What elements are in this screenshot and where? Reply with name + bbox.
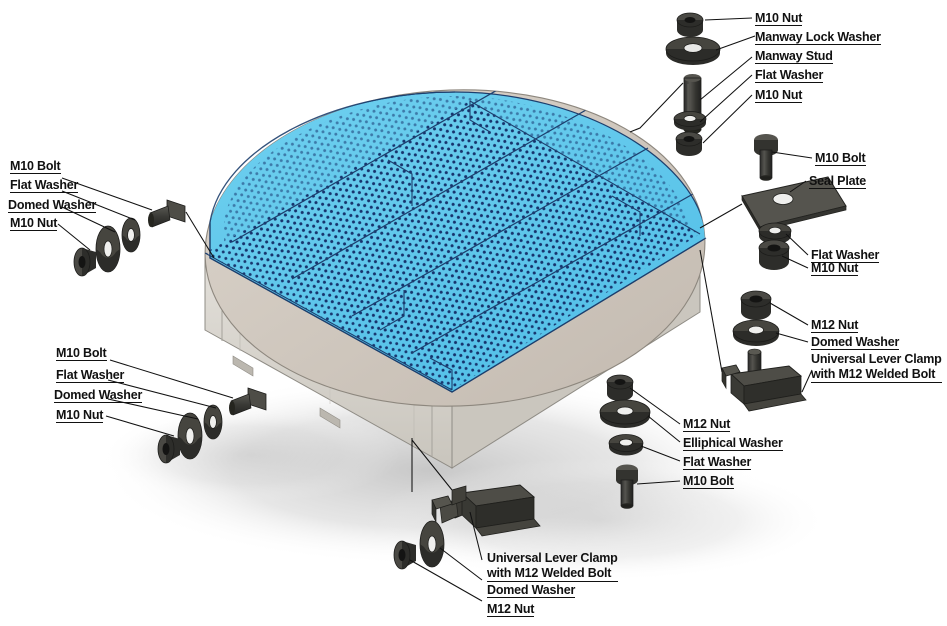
- lu-flat-washer-part: [121, 217, 141, 253]
- rl-flat-washer-part: [608, 434, 644, 456]
- rc-m12-nut-part: [740, 290, 772, 320]
- rc-universal-lever-clamp-part: [721, 348, 807, 412]
- left-upper-parts: [73, 199, 186, 277]
- floor-shadow: [100, 374, 830, 582]
- lu-m10-bolt-part: [148, 199, 186, 228]
- bottom-clamp-parts: [393, 484, 541, 570]
- label-manway-nut-bottom: M10 Nut: [755, 88, 803, 103]
- manway-nut-top-part: [676, 12, 704, 37]
- leader-lines: [57, 17, 813, 602]
- lu-m10-nut-part: [73, 247, 96, 277]
- label-rc-m12-nut: M12 Nut: [811, 318, 859, 333]
- bc-universal-lever-clamp-part: [431, 484, 541, 537]
- rc-domed-washer-part: [732, 319, 780, 346]
- label-rl-flat-washer: Flat Washer: [683, 455, 752, 470]
- label-bc-clamp-line1: Universal Lever Clamp: [487, 551, 618, 565]
- seal-m10-nut-part: [758, 239, 790, 270]
- label-ll-m10-nut: M10 Nut: [56, 408, 104, 423]
- label-bc-domed-washer: Domed Washer: [487, 583, 576, 598]
- label-ll-m10-bolt: M10 Bolt: [56, 346, 107, 361]
- label-manway-flat-washer: Flat Washer: [755, 68, 824, 83]
- label-seal-m10-nut: M10 Nut: [811, 261, 859, 276]
- label-rc-clamp-line2: with M12 Welded Bolt: [811, 367, 942, 383]
- left-lower-parts: [157, 387, 267, 464]
- label-ll-flat-washer: Flat Washer: [56, 368, 125, 383]
- perforated-deck: [204, 81, 707, 393]
- seal-m10-bolt-part: [754, 134, 778, 181]
- ll-m10-bolt-part: [229, 387, 267, 416]
- manway-stack-parts: [665, 12, 721, 156]
- label-manway-nut-top: M10 Nut: [755, 11, 803, 26]
- label-bc-clamp-line2: with M12 Welded Bolt: [487, 566, 618, 582]
- manway-flat-washer-part: [673, 111, 707, 131]
- ll-m10-nut-part: [157, 434, 180, 464]
- label-lu-m10-bolt: M10 Bolt: [10, 159, 61, 174]
- label-seal-plate: Seal Plate: [809, 174, 867, 189]
- label-lu-domed-washer: Domed Washer: [8, 198, 97, 213]
- label-ll-domed-washer: Domed Washer: [54, 388, 143, 403]
- label-rc-domed-washer: Domed Washer: [811, 335, 900, 350]
- label-bc-m12-nut: M12 Nut: [487, 602, 535, 617]
- label-lu-flat-washer: Flat Washer: [10, 178, 79, 193]
- right-lower-parts: [599, 374, 651, 509]
- rl-m12-nut-part: [606, 374, 634, 401]
- label-rl-m10-bolt: M10 Bolt: [683, 474, 734, 489]
- label-manway-stud: Manway Stud: [755, 49, 833, 64]
- label-rl-m12-nut: M12 Nut: [683, 417, 731, 432]
- label-lu-m10-nut: M10 Nut: [10, 216, 58, 231]
- label-seal-flat-washer: Flat Washer: [811, 248, 880, 263]
- right-clamp-parts: [721, 290, 807, 412]
- label-manway-lock-washer: Manway Lock Washer: [755, 30, 881, 45]
- manway-nut-bottom-part: [675, 131, 703, 156]
- rl-m10-bolt-part: [616, 464, 638, 509]
- ll-domed-washer-part: [177, 412, 203, 460]
- bc-domed-washer-part: [419, 520, 445, 568]
- label-rc-clamp-line1: Universal Lever Clamp: [811, 352, 942, 366]
- label-bc-universal-lever-clamp: Universal Lever Clamp with M12 Welded Bo…: [487, 551, 618, 582]
- seal-plate-parts: [741, 134, 847, 270]
- label-rc-universal-lever-clamp: Universal Lever Clamp with M12 Welded Bo…: [811, 352, 942, 383]
- manway-lock-washer-part: [665, 36, 721, 65]
- lu-domed-washer-part: [95, 225, 121, 273]
- ll-flat-washer-part: [203, 404, 223, 440]
- rl-elliphical-washer-part: [599, 399, 651, 428]
- label-rl-elliphical-washer: Elliphical Washer: [683, 436, 783, 451]
- label-seal-m10-bolt: M10 Bolt: [815, 151, 866, 166]
